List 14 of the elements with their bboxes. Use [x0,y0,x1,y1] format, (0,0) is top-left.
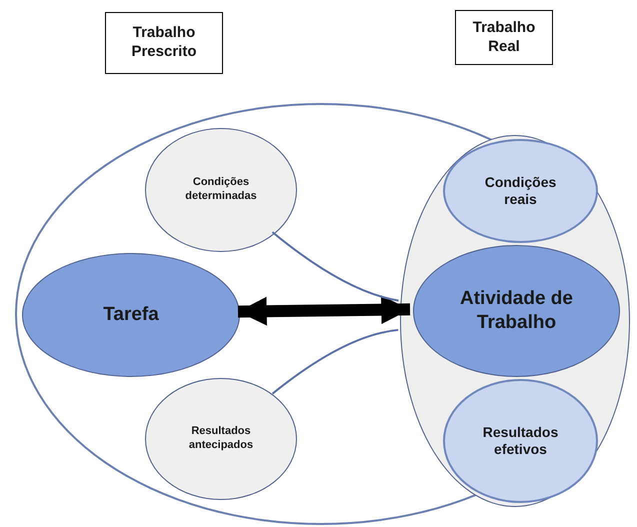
node-label: Tarefa [102,303,160,327]
node-label: Resultados antecipados [188,425,254,453]
node-label: Condições determinadas [184,176,258,204]
node-label: Trabalho Real [472,18,536,56]
connector-line [272,328,398,394]
node-label: Trabalho Prescrito [130,24,198,62]
node-label: Condições reais [484,174,558,208]
label-box [105,12,223,74]
double-arrow [238,295,410,326]
label-box [455,10,553,65]
concept-ellipse [22,253,240,377]
connector-line [272,231,399,302]
node-label: Resultados efetivos [482,424,560,458]
node-label: Atividade de Trabalho [459,287,574,335]
